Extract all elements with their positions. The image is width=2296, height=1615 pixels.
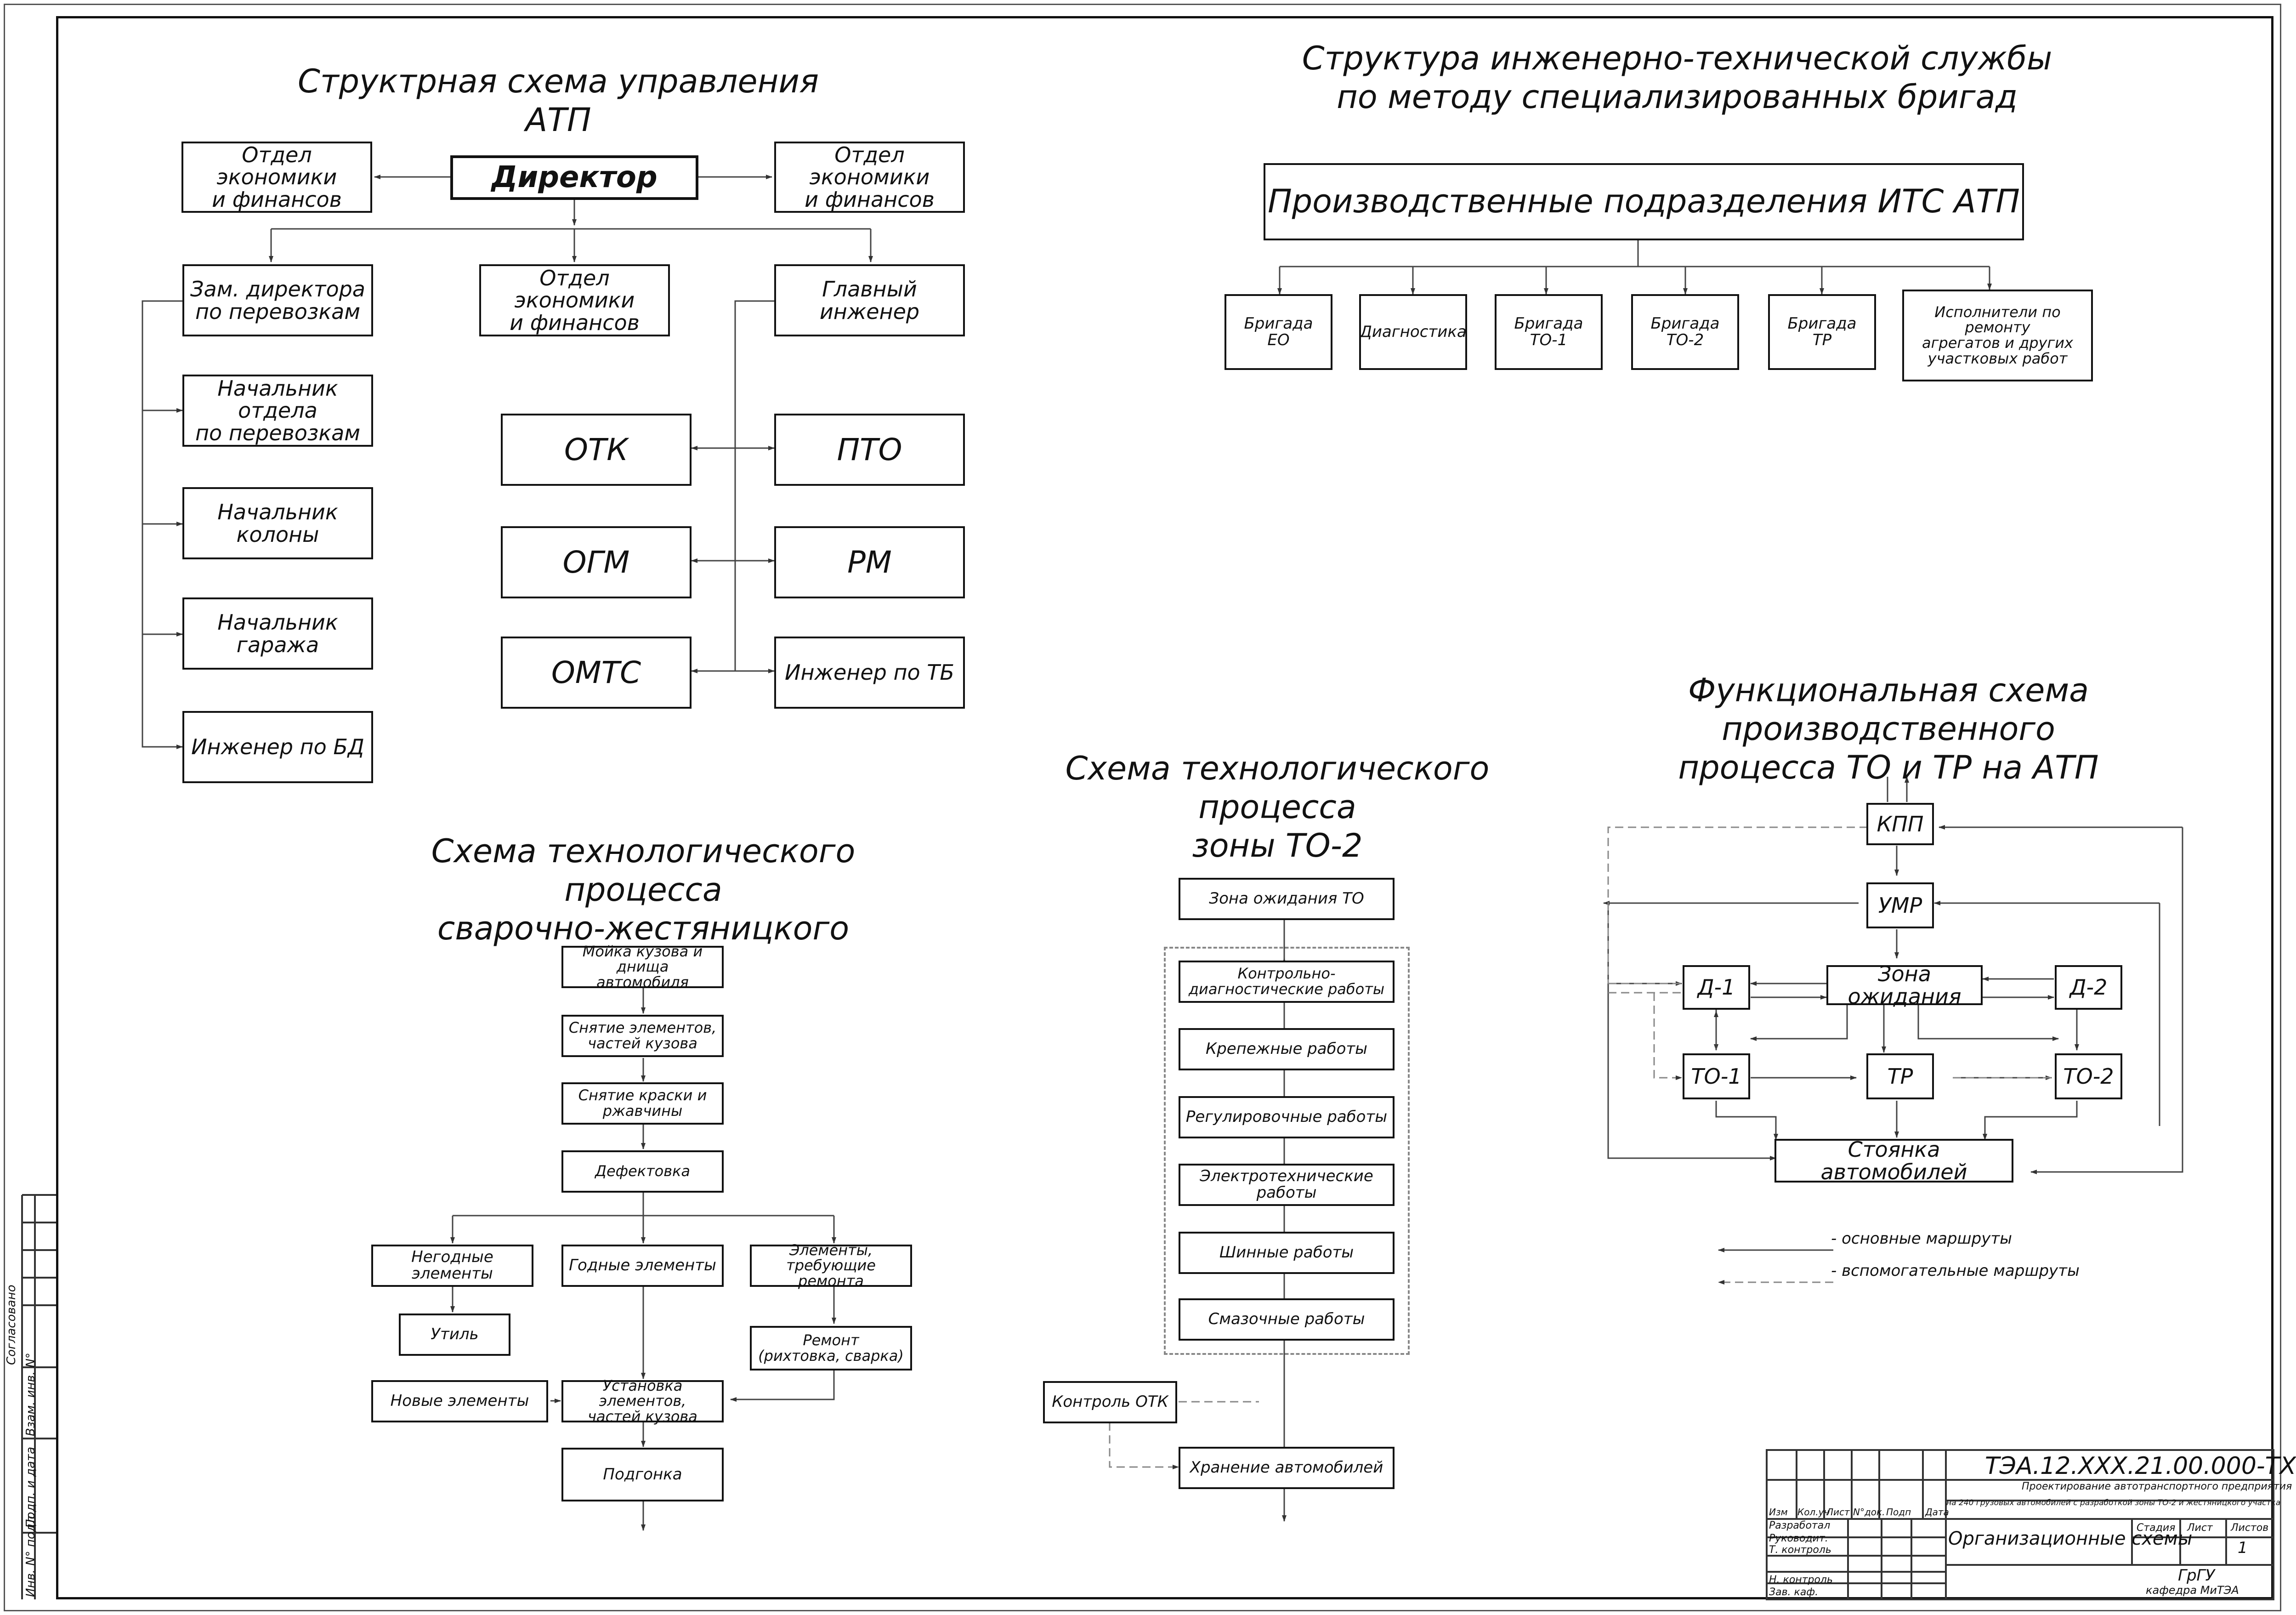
stage-label: Стадия	[2137, 1522, 2176, 1534]
deputy-box: Зам. директора по перевозкам	[182, 264, 373, 336]
diag-works-box: Контрольно- диагностические работы	[1179, 961, 1395, 1003]
new-elements-box: Новые элементы	[371, 1380, 548, 1422]
hdr-izm: Изм	[1769, 1507, 1788, 1518]
pto-box: ПТО	[774, 414, 965, 486]
install-box: Установка элементов, частей кузова	[561, 1378, 724, 1424]
adjust-works-box: Регулировочные работы	[1179, 1096, 1395, 1138]
remove-parts-box: Снятие элементов, частей кузова	[561, 1015, 724, 1057]
doc-desc2: на 240 грузовых автомобилей с разработко…	[1946, 1498, 2281, 1507]
wait-zone-box: Зона ожидания	[1826, 963, 1983, 1007]
econ-left-box: Отдел экономики и финансов	[181, 142, 372, 213]
chief-engineer-box: Главный инженер	[774, 264, 965, 336]
outer-border	[4, 4, 2281, 1611]
list-number: 1	[2238, 1539, 2248, 1557]
its-main-box: Производственные подразделения ИТС АТП	[1264, 163, 2024, 240]
brigade-to1-box: Бригада ТО-1	[1495, 294, 1603, 370]
scrap-box: Утиль	[399, 1314, 510, 1356]
fixing-works-box: Крепежные работы	[1179, 1028, 1395, 1070]
econ-mid-box: Отдел экономики и финансов	[479, 264, 670, 336]
doc-code: ТЭА.12.ХХХ.21.00.000-ТХ	[1985, 1452, 2296, 1480]
side-inv-zam: Взам. инв. N°	[24, 1353, 38, 1436]
brigade-eo-box: Бригада ЕО	[1225, 294, 1332, 370]
atp-title: Структрная схема управления АТП	[298, 63, 819, 139]
head-dept-box: Начальник отдела по перевозкам	[182, 375, 373, 447]
to2-box: ТО-2	[2055, 1053, 2122, 1099]
its-title: Структура инженерно-технической службы п…	[1302, 40, 2052, 116]
omts-box: ОМТС	[501, 637, 692, 709]
head-column-box: Начальник колоны	[182, 487, 373, 559]
role-developer: Разработал	[1769, 1520, 1831, 1531]
repair-box: Ремонт (рихтовка, сварка)	[750, 1326, 912, 1370]
electric-works-box: Электротехнические работы	[1179, 1164, 1395, 1206]
hdr-kol: Кол.уч	[1797, 1507, 1830, 1518]
lists-label: Листов	[2231, 1522, 2269, 1534]
to1-box: ТО-1	[1683, 1053, 1750, 1099]
head-garage-box: Начальник гаража	[182, 597, 373, 670]
defect-box: Дефектовка	[561, 1150, 724, 1193]
diagnostics-box: Диагностика	[1359, 294, 1467, 370]
kpp-box: КПП	[1866, 803, 1934, 845]
fitting-box: Подгонка	[561, 1448, 724, 1501]
org-dept: кафедра МиТЭА	[2146, 1584, 2239, 1597]
legend-main-label: - основные маршруты	[1831, 1229, 2012, 1248]
drawing-frame	[56, 16, 2273, 1599]
engineer-bd-box: Инженер по БД	[182, 711, 373, 783]
good-elements-box: Годные элементы	[561, 1245, 724, 1287]
ogm-box: ОГМ	[501, 526, 692, 598]
func-title: Функциональная схема производственного п…	[1678, 671, 2099, 786]
role-head: Зав. каф.	[1769, 1587, 1819, 1598]
umr-box: УМР	[1866, 882, 1934, 928]
d1-box: Д-1	[1683, 965, 1750, 1010]
econ-right-box: Отдел экономики и финансов	[774, 142, 965, 213]
tr-box: ТР	[1866, 1053, 1934, 1099]
list-label: Лист	[2187, 1522, 2213, 1534]
otk-control-box: Контроль ОТК	[1043, 1381, 1177, 1423]
director-box: Директор	[450, 155, 698, 200]
sheet-name: Организационные схемы	[1948, 1528, 2193, 1549]
need-repair-box: Элементы, требующие ремонта	[750, 1242, 912, 1289]
d2-box: Д-2	[2055, 965, 2122, 1010]
brigade-tr-box: Бригада ТР	[1768, 294, 1876, 370]
hdr-list: Лист	[1826, 1507, 1850, 1518]
role-ncontrol: Н. контроль	[1769, 1574, 1833, 1586]
engineer-tb-box: Инженер по ТБ	[774, 637, 965, 709]
bad-elements-box: Негодные элементы	[371, 1245, 533, 1287]
rm-box: РМ	[774, 526, 965, 598]
remove-paint-box: Снятие краски и ржавчины	[561, 1082, 724, 1125]
brigade-to2-box: Бригада ТО-2	[1631, 294, 1739, 370]
tire-works-box: Шинные работы	[1179, 1232, 1395, 1274]
wash-box: Мойка кузова и днища автомобиля	[561, 944, 724, 990]
hdr-podp: Подп	[1886, 1507, 1911, 1518]
side-inv-podl: Инв. N° подл.	[24, 1512, 38, 1597]
legend-aux-label: - вспомогательные маршруты	[1831, 1262, 2080, 1280]
repair-executors-box: Исполнители по ремонту агрегатов и други…	[1902, 290, 2093, 381]
hdr-date: Дата	[1925, 1507, 1949, 1518]
to-wait-box: Зона ожидания ТО	[1179, 878, 1395, 920]
to2-title: Схема технологического процесса зоны ТО-…	[1065, 750, 1490, 864]
side-agreed: Согласовано	[5, 1285, 18, 1365]
otk-box: ОТК	[501, 414, 692, 486]
hdr-doc: N°док.	[1853, 1507, 1885, 1518]
doc-desc1: Проектирование автотранспортного предпри…	[2022, 1481, 2292, 1492]
storage-box: Хранение автомобилей	[1179, 1447, 1395, 1489]
role-tcontrol: Т. контроль	[1769, 1544, 1831, 1556]
org-name: ГрГУ	[2178, 1566, 2215, 1585]
role-supervisor: Руководит.	[1769, 1533, 1828, 1544]
lube-works-box: Смазочные работы	[1179, 1298, 1395, 1341]
parking-box: Стоянка автомобилей	[1774, 1138, 2013, 1183]
to2-works-group	[1164, 947, 1410, 1355]
